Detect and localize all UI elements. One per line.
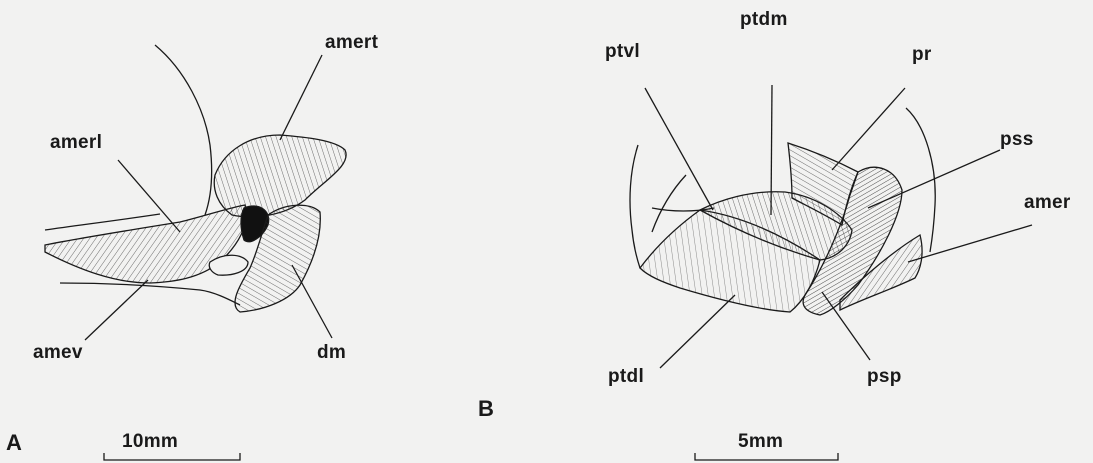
- panel-label-b: B: [478, 398, 494, 420]
- label-pr: pr: [912, 45, 932, 64]
- label-amev: amev: [33, 343, 83, 362]
- label-amerl: amerl: [50, 133, 102, 152]
- panel-b-drawing: [630, 85, 1032, 460]
- panel-label-a: A: [6, 432, 22, 454]
- scale-label-a: 10mm: [122, 432, 178, 451]
- label-dm: dm: [317, 343, 346, 362]
- label-amert: amert: [325, 33, 378, 52]
- panel-a-drawing: [45, 45, 346, 460]
- label-psp: psp: [867, 367, 902, 386]
- label-ptdm: ptdm: [740, 10, 788, 29]
- label-amer: amer: [1024, 193, 1071, 212]
- label-pss: pss: [1000, 130, 1034, 149]
- scale-label-b: 5mm: [738, 432, 783, 451]
- label-ptvl: ptvl: [605, 42, 640, 61]
- label-ptdl: ptdl: [608, 367, 644, 386]
